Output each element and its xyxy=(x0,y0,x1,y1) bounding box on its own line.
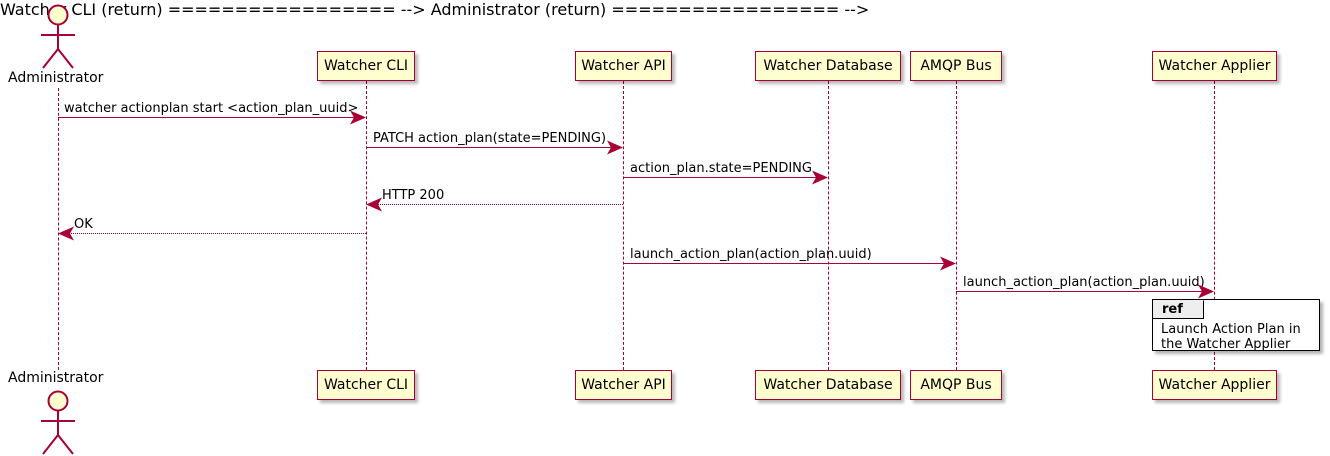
participant-label-watcher-applier-bottom: Watcher Applier xyxy=(1158,377,1271,393)
message-arrowhead-6 xyxy=(940,256,956,271)
actor-label-administrator-bottom: Administrator xyxy=(8,370,104,386)
message-line-5 xyxy=(66,233,366,234)
message-arrowhead-5 xyxy=(58,226,74,241)
ref-fragment-tab: ref xyxy=(1153,300,1204,319)
lifeline-watcher-applier xyxy=(1214,81,1215,370)
participant-label-watcher-api-top: Watcher API xyxy=(581,58,666,74)
ref-fragment-box: ref Launch Action Plan in the Watcher Ap… xyxy=(1152,299,1320,352)
lifeline-watcher-database xyxy=(828,81,829,370)
message-arrowhead-7 xyxy=(1198,284,1214,299)
participant-label-amqp-bus-bottom: AMQP Bus xyxy=(920,377,992,393)
message-label-4: HTTP 200 xyxy=(382,188,445,203)
message-label-7: launch_action_plan(action_plan.uuid) xyxy=(963,275,1205,290)
lifeline-amqp-bus xyxy=(956,81,957,370)
message-label-3: action_plan.state=PENDING xyxy=(630,161,812,176)
actor-label-administrator-top: Administrator xyxy=(8,70,104,86)
participant-label-watcher-database-bottom: Watcher Database xyxy=(763,377,893,393)
ref-fragment-keyword: ref xyxy=(1162,301,1183,317)
message-label-1: watcher actionplan start <action_plan_uu… xyxy=(64,101,359,116)
participant-box-watcher-applier-top[interactable]: Watcher Applier xyxy=(1152,51,1277,81)
message-label-5: OK xyxy=(74,217,93,232)
participant-box-watcher-database-bottom[interactable]: Watcher Database xyxy=(755,370,901,400)
actor-figure-administrator-top xyxy=(41,4,75,69)
participant-box-watcher-cli-bottom[interactable]: Watcher CLI xyxy=(317,370,415,400)
message-line-7 xyxy=(956,291,1206,292)
participant-box-amqp-bus-top[interactable]: AMQP Bus xyxy=(910,51,1002,81)
message-label-2: PATCH action_plan(state=PENDING) xyxy=(373,131,607,146)
message-line-4 xyxy=(374,204,623,205)
message-label-6: launch_action_plan(action_plan.uuid) xyxy=(630,247,872,262)
message-line-6 xyxy=(623,263,948,264)
participant-box-watcher-applier-bottom[interactable]: Watcher Applier xyxy=(1152,370,1277,400)
ref-tab-notch-icon xyxy=(1193,300,1204,310)
participant-label-watcher-database-top: Watcher Database xyxy=(763,58,893,74)
message-line-1 xyxy=(58,117,358,118)
message-arrowhead-4 xyxy=(366,197,382,212)
participant-label-watcher-applier-top: Watcher Applier xyxy=(1158,58,1271,74)
lifeline-watcher-cli xyxy=(366,81,367,370)
lifeline-administrator xyxy=(58,88,59,370)
lifeline-watcher-api xyxy=(623,81,624,370)
participant-box-watcher-cli-top[interactable]: Watcher CLI xyxy=(317,51,415,81)
participant-box-watcher-database-top[interactable]: Watcher Database xyxy=(755,51,901,81)
message-line-3 xyxy=(623,177,820,178)
message-line-2 xyxy=(366,147,615,148)
participant-label-watcher-api-bottom: Watcher API xyxy=(581,377,666,393)
participant-label-amqp-bus-top: AMQP Bus xyxy=(920,58,992,74)
message-arrowhead-3 xyxy=(812,170,828,185)
participant-box-amqp-bus-bottom[interactable]: AMQP Bus xyxy=(910,370,1002,400)
participant-box-watcher-api-top[interactable]: Watcher API xyxy=(575,51,672,81)
participant-label-watcher-cli-top: Watcher CLI xyxy=(323,58,409,74)
message-arrowhead-2 xyxy=(607,140,623,155)
actor-figure-administrator-bottom xyxy=(41,390,75,455)
message-arrowhead-1 xyxy=(350,110,366,125)
ref-fragment-text: Launch Action Plan in the Watcher Applie… xyxy=(1161,322,1301,352)
participant-box-watcher-api-bottom[interactable]: Watcher API xyxy=(575,370,672,400)
participant-label-watcher-cli-bottom: Watcher CLI xyxy=(323,377,409,393)
